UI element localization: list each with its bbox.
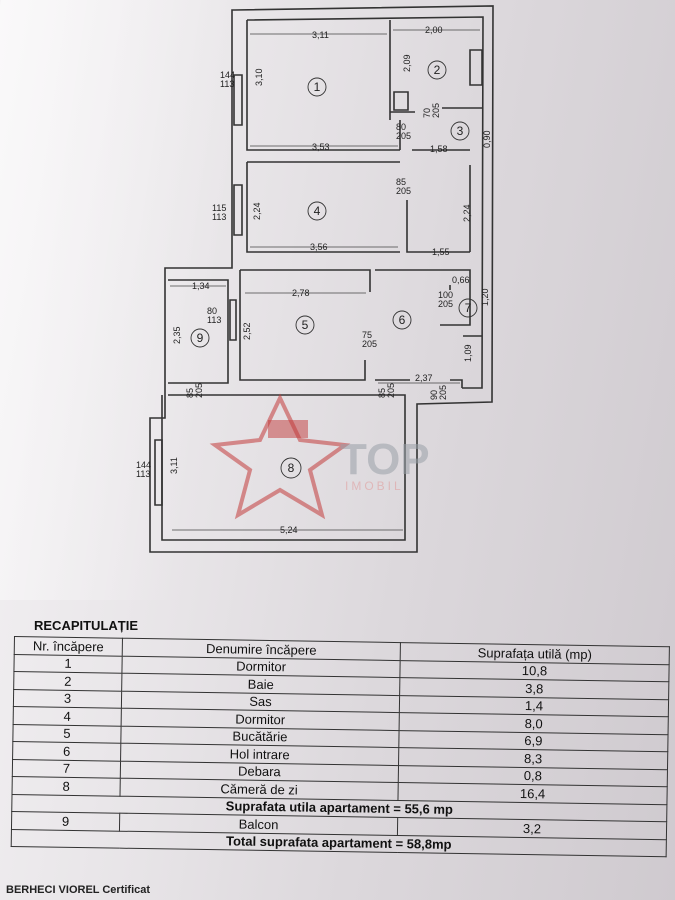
room-4-circle bbox=[307, 201, 327, 221]
dim-r6-side: 1,09 bbox=[463, 344, 473, 362]
room-5-circle bbox=[295, 315, 315, 335]
star-icon bbox=[209, 393, 351, 520]
room-markers bbox=[190, 60, 478, 479]
dim-r1-bottom: 3,53 bbox=[312, 142, 330, 152]
dim-r3-bottom: 1,58 bbox=[430, 144, 448, 154]
room-numbers: 1 2 3 4 5 6 7 8 9 bbox=[197, 63, 472, 475]
dim-r9-top: 1,34 bbox=[192, 281, 210, 291]
dim-r4-bottom: 3,56 bbox=[310, 242, 328, 252]
dim-r7-side: 1,20 bbox=[480, 288, 490, 306]
row-nr: 6 bbox=[12, 741, 121, 761]
house-roof-icon bbox=[268, 420, 308, 438]
room-4-label: 4 bbox=[314, 204, 321, 218]
watermark-sub: IMOBIL bbox=[345, 479, 404, 493]
room-2-label: 2 bbox=[434, 63, 441, 77]
room-7-circle bbox=[458, 298, 478, 318]
room-3-circle bbox=[450, 121, 470, 141]
row-nr: 8 bbox=[12, 776, 121, 796]
recap-title: RECAPITULAȚIE bbox=[34, 618, 138, 633]
signer-text: BERHECI VIOREL Certificat bbox=[6, 884, 151, 896]
dim-r3-side: 0,90 bbox=[482, 130, 492, 148]
room-6-circle bbox=[392, 310, 412, 330]
floor-plan: 3,11 2,00 3,10 2,09 3,53 1,58 0,90 70205… bbox=[136, 5, 494, 553]
dim-r4-side-right: 2,24 bbox=[462, 204, 472, 222]
recap-table: Nr. încăpere Denumire încăpere Suprafața… bbox=[11, 636, 670, 857]
room-1-label: 1 bbox=[314, 80, 321, 94]
balcony-nr: 9 bbox=[11, 811, 120, 831]
dim-r5-top: 2,78 bbox=[292, 288, 310, 298]
room-7-label: 7 bbox=[465, 301, 472, 315]
dim-r2-top: 2,00 bbox=[425, 25, 443, 35]
row-nr: 2 bbox=[13, 671, 122, 691]
dim-r4-side: 2,24 bbox=[252, 202, 262, 220]
row-nr: 5 bbox=[12, 723, 122, 744]
row-nr: 3 bbox=[13, 689, 122, 709]
dim-door-entry: 90205 bbox=[429, 385, 448, 400]
watermark-brand: TOP bbox=[340, 435, 430, 484]
dim-r9-side: 2,35 bbox=[172, 326, 182, 344]
row-nr: 1 bbox=[13, 654, 123, 674]
dim-r6-bottom: 2,37 bbox=[415, 373, 433, 383]
dim-r1-top: 3,11 bbox=[312, 30, 329, 40]
row-nr: 7 bbox=[12, 758, 121, 779]
plan-walls bbox=[149, 5, 494, 553]
room-3-label: 3 bbox=[457, 124, 464, 138]
room-8-label: 8 bbox=[288, 461, 295, 475]
dim-r2-side: 2,09 bbox=[402, 54, 412, 72]
room-5-label: 5 bbox=[302, 318, 309, 332]
dimension-labels: 3,11 2,00 3,10 2,09 3,53 1,58 0,90 70205… bbox=[136, 25, 492, 535]
room-6-label: 6 bbox=[399, 313, 406, 327]
room-2-circle bbox=[427, 60, 447, 80]
dim-r6-top: 1,55 bbox=[432, 247, 450, 257]
dim-r8-side: 3,11 bbox=[169, 457, 179, 474]
dim-r8-bottom: 5,24 bbox=[280, 525, 298, 535]
dim-r7-top: 0,66 bbox=[452, 275, 470, 285]
dim-door-r8: 85205 bbox=[377, 383, 396, 398]
room-1-circle bbox=[307, 77, 327, 97]
dim-door-r2: 70205 bbox=[422, 103, 441, 118]
room-9-circle bbox=[190, 328, 210, 348]
row-nr: 4 bbox=[13, 706, 122, 726]
dimension-lines bbox=[170, 29, 480, 531]
dim-door-r9: 85205 bbox=[185, 383, 204, 398]
watermark-logo: TOP IMOBIL bbox=[209, 393, 430, 520]
header-nr: Nr. încăpere bbox=[14, 636, 123, 656]
room-9-label: 9 bbox=[197, 331, 204, 345]
dim-r5-side: 2,52 bbox=[242, 322, 252, 340]
room-8-circle bbox=[280, 457, 302, 479]
dim-r1-side: 3,10 bbox=[254, 68, 264, 86]
